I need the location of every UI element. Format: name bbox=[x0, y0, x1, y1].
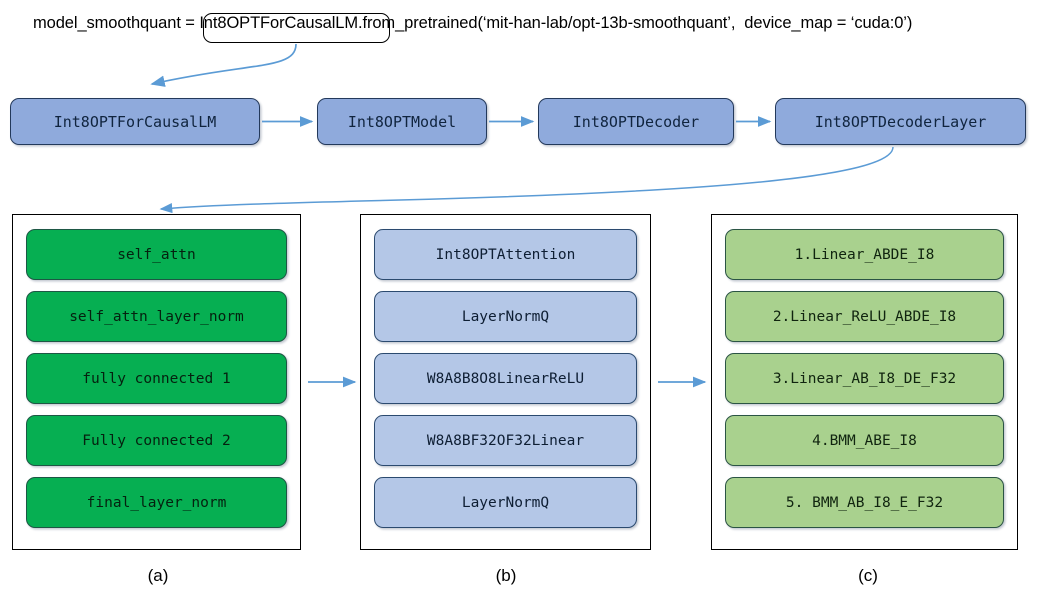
panel-b-caption: (b) bbox=[495, 566, 517, 585]
panel-b-items: Int8OPTAttention LayerNormQ W8A8B8O8Line… bbox=[374, 229, 637, 528]
panel-a-items: self_attn self_attn_layer_norm fully con… bbox=[26, 229, 287, 528]
pipeline-box-int8optmodel[interactable]: Int8OPTModel bbox=[317, 98, 487, 145]
pipeline-box-label: Int8OPTModel bbox=[347, 112, 457, 131]
panel-a-caption: (a) bbox=[147, 566, 169, 585]
arrow-decoderlayer-to-panel-a bbox=[159, 146, 894, 214]
pipeline-box-int8optdecoder[interactable]: Int8OPTDecoder bbox=[538, 98, 734, 145]
list-item[interactable]: 5. BMM_AB_I8_E_F32 bbox=[725, 477, 1004, 528]
list-item[interactable]: Int8OPTAttention bbox=[374, 229, 637, 280]
item-label: Fully connected 2 bbox=[82, 432, 231, 449]
item-label: fully connected 1 bbox=[82, 370, 231, 387]
list-item[interactable]: LayerNormQ bbox=[374, 477, 637, 528]
item-label: LayerNormQ bbox=[461, 494, 550, 511]
panel-b: Int8OPTAttention LayerNormQ W8A8B8O8Line… bbox=[360, 214, 651, 550]
pipeline-box-label: Int8OPTForCausalLM bbox=[53, 112, 217, 131]
item-label: 4.BMM_ABE_I8 bbox=[812, 432, 917, 449]
list-item[interactable]: W8A8BF32OF32Linear bbox=[374, 415, 637, 466]
item-label: Int8OPTAttention bbox=[435, 246, 576, 263]
list-item[interactable]: 1.Linear_ABDE_I8 bbox=[725, 229, 1004, 280]
pipeline-box-label: Int8OPTDecoderLayer bbox=[814, 112, 987, 131]
list-item[interactable]: self_attn_layer_norm bbox=[26, 291, 287, 342]
list-item[interactable]: 4.BMM_ABE_I8 bbox=[725, 415, 1004, 466]
panel-c-items: 1.Linear_ABDE_I8 2.Linear_ReLU_ABDE_I8 3… bbox=[725, 229, 1004, 528]
arrow-code-to-causallm bbox=[150, 43, 297, 87]
item-label: W8A8B8O8LinearReLU bbox=[426, 370, 585, 387]
list-item[interactable]: Fully connected 2 bbox=[26, 415, 287, 466]
list-item[interactable]: 3.Linear_AB_I8_DE_F32 bbox=[725, 353, 1004, 404]
pipeline-box-int8optforcausallm[interactable]: Int8OPTForCausalLM bbox=[10, 98, 260, 145]
item-label: W8A8BF32OF32Linear bbox=[426, 432, 585, 449]
item-label: final_layer_norm bbox=[86, 494, 227, 511]
pipeline-box-label: Int8OPTDecoder bbox=[572, 112, 700, 131]
list-item[interactable]: W8A8B8O8LinearReLU bbox=[374, 353, 637, 404]
list-item[interactable]: 2.Linear_ReLU_ABDE_I8 bbox=[725, 291, 1004, 342]
list-item[interactable]: final_layer_norm bbox=[26, 477, 287, 528]
list-item[interactable]: self_attn bbox=[26, 229, 287, 280]
panel-a: self_attn self_attn_layer_norm fully con… bbox=[12, 214, 301, 550]
panel-c-caption: (c) bbox=[858, 566, 878, 585]
item-label: 2.Linear_ReLU_ABDE_I8 bbox=[772, 308, 957, 325]
item-label: 3.Linear_AB_I8_DE_F32 bbox=[772, 370, 957, 387]
list-item[interactable]: fully connected 1 bbox=[26, 353, 287, 404]
panel-c: 1.Linear_ABDE_I8 2.Linear_ReLU_ABDE_I8 3… bbox=[711, 214, 1018, 550]
list-item[interactable]: LayerNormQ bbox=[374, 291, 637, 342]
code-line: model_smoothquant = Int8OPTForCausalLM.f… bbox=[33, 14, 913, 32]
pipeline-box-int8optdecoderlayer[interactable]: Int8OPTDecoderLayer bbox=[775, 98, 1026, 145]
code-highlight-box bbox=[203, 13, 390, 43]
item-label: LayerNormQ bbox=[461, 308, 550, 325]
item-label: self_attn bbox=[117, 246, 196, 263]
item-label: 5. BMM_AB_I8_E_F32 bbox=[785, 494, 944, 511]
item-label: 1.Linear_ABDE_I8 bbox=[794, 246, 935, 263]
item-label: self_attn_layer_norm bbox=[69, 308, 244, 325]
